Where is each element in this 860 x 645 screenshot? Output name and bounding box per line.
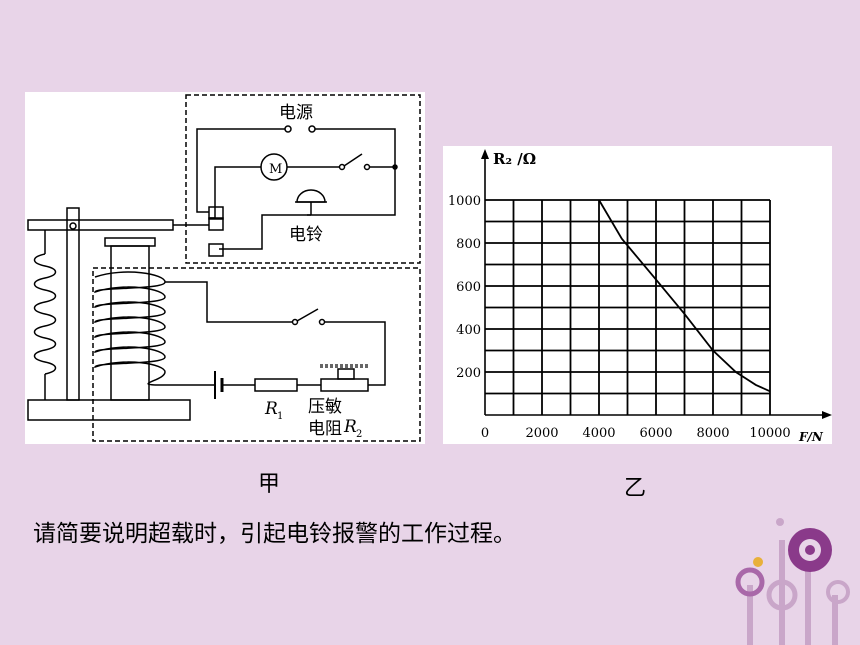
power-terminal-left — [284, 125, 292, 133]
figure-label-right: 乙 — [624, 476, 647, 501]
x-tick-label: 6000 — [639, 426, 672, 441]
motor-label: M — [269, 162, 282, 177]
armature-lever — [27, 219, 174, 231]
y-tick-label: 800 — [456, 237, 481, 252]
y-axis-arrow — [481, 149, 489, 159]
electromagnet-core — [110, 245, 150, 401]
r2-subscript: 2 — [356, 429, 362, 440]
x-tick-label: 8000 — [696, 426, 729, 441]
x-tick-label: 10000 — [749, 426, 790, 441]
y-tick-label: 200 — [456, 366, 481, 381]
circuit-svg: 电源 M 电铃 R 1 压敏 电阻 R 2 — [27, 94, 421, 442]
y-tick-label: 400 — [456, 323, 481, 338]
question-text: 请简要说明超载时，引起电铃报警的工作过程。 — [33, 521, 516, 547]
r1-label: R — [264, 399, 278, 419]
y-axis-label: R₂ /Ω — [493, 150, 536, 168]
x-tick-label: 2000 — [525, 426, 558, 441]
lower-circuit-box — [92, 267, 421, 442]
power-label: 电源 — [279, 103, 313, 123]
x-tick-label: 0 — [481, 426, 489, 441]
r2-label-line2: 电阻 — [308, 419, 342, 439]
x-tick-label: 4000 — [582, 426, 615, 441]
spring-icon — [33, 253, 57, 375]
relay-contact-lower — [208, 243, 224, 257]
resistor-r1 — [254, 378, 298, 392]
bell-label: 电铃 — [289, 225, 323, 245]
control-switch — [296, 308, 319, 322]
y-tick-label: 600 — [456, 280, 481, 295]
relay-base — [27, 399, 191, 421]
pressure-resistor-r2 — [320, 378, 369, 392]
coil-icon — [94, 271, 166, 386]
x-axis-label: F/N — [798, 430, 824, 444]
upper-circuit-box — [185, 94, 421, 264]
bell-icon — [296, 189, 326, 203]
motor-switch — [343, 153, 363, 167]
r2-curve — [598, 199, 771, 393]
r2-label-line1: 压敏 — [308, 397, 342, 417]
relay-contact-upper — [208, 206, 224, 220]
r1-subscript: 1 — [277, 411, 283, 422]
r2-vs-force-chart: 0 2000 4000 6000 8000 10000 200 400 600 800 1000 R… — [448, 149, 832, 444]
circuit-diagram: 电源 M 电铃 R 1 压敏 电阻 R 2 — [25, 92, 425, 444]
y-tick-label: 1000 — [448, 194, 481, 209]
decorative-ornament — [735, 518, 850, 645]
figure-label-left: 甲 — [258, 472, 281, 497]
power-terminal-right — [308, 125, 316, 133]
r2-symbol: R — [343, 417, 357, 437]
x-axis-arrow — [822, 411, 832, 419]
graph-panel: 0 2000 4000 6000 8000 10000 200 400 600 800 1000 R… — [443, 146, 832, 444]
